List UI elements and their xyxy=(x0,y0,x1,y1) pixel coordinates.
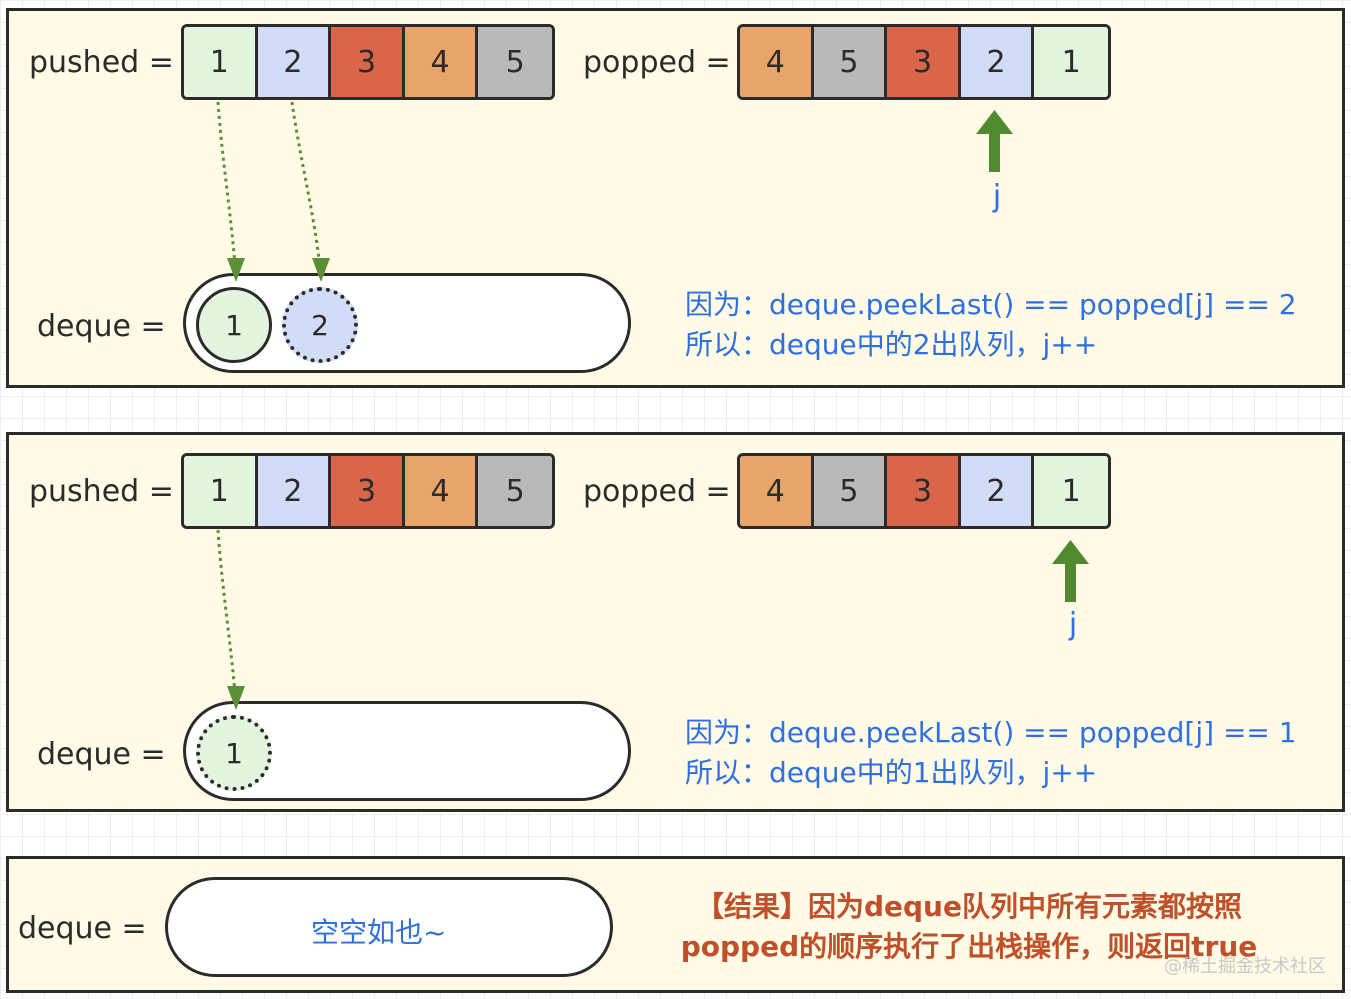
popped-label: popped = xyxy=(583,45,731,80)
note-line-1: 因为：deque.peekLast() == popped[j] == 1 xyxy=(685,716,1297,749)
array-cell: 3 xyxy=(331,456,405,526)
array-cell: 1 xyxy=(1034,456,1108,526)
watermark: @稀土掘金技术社区 xyxy=(1164,956,1326,977)
deque-item-value: 1 xyxy=(225,736,243,770)
note-line-1: 因为：deque.peekLast() == popped[j] == 2 xyxy=(685,288,1297,321)
array-cell: 5 xyxy=(478,27,552,97)
deque-container-empty xyxy=(165,877,613,977)
result-line-2: popped的顺序执行了出栈操作，则返回true xyxy=(680,930,1258,963)
array-cell: 1 xyxy=(184,456,258,526)
panel-result: deque = 空空如也~ 【结果】因为deque队列中所有元素都按照 popp… xyxy=(6,856,1345,993)
pointer-arrow-head xyxy=(1052,540,1089,564)
array-cell: 4 xyxy=(404,456,479,526)
result-line-1: 【结果】因为deque队列中所有元素都按照 xyxy=(695,890,1242,923)
array-cell: 4 xyxy=(740,27,814,97)
push-arrow-2-head xyxy=(312,258,330,282)
array-cell: 1 xyxy=(1034,27,1108,97)
array-cell: 2 xyxy=(960,456,1035,526)
array-cell: 5 xyxy=(813,456,888,526)
popped-label: popped = xyxy=(583,474,731,509)
deque-label: deque = xyxy=(37,309,166,344)
push-arrow-1-head xyxy=(227,686,245,710)
deque-item-value: 1 xyxy=(225,308,243,342)
array-cell: 4 xyxy=(740,456,814,526)
array-cell: 3 xyxy=(887,456,961,526)
pointer-j-label: j xyxy=(1068,607,1078,642)
empty-deque-text: 空空如也~ xyxy=(311,916,447,949)
array-cell: 3 xyxy=(887,27,961,97)
array-cell: 3 xyxy=(331,27,405,97)
pointer-arrow-shaft xyxy=(1065,562,1076,602)
pointer-arrow-shaft xyxy=(989,132,1000,172)
deque-label: deque = xyxy=(37,737,166,772)
push-arrow-1 xyxy=(216,529,238,707)
array-cell: 2 xyxy=(257,27,332,97)
deque-item-1: 1 xyxy=(196,715,272,791)
push-arrow-1-head xyxy=(227,258,245,282)
array-cell: 5 xyxy=(813,27,888,97)
pointer-arrow-head xyxy=(976,110,1013,134)
deque-item-2: 2 xyxy=(282,287,358,363)
push-arrow-1 xyxy=(216,101,238,279)
deque-item-value: 2 xyxy=(311,308,329,342)
push-arrow-2 xyxy=(290,101,323,279)
pointer-j-label: j xyxy=(992,179,1002,214)
array-cell: 5 xyxy=(478,456,552,526)
pushed-label: pushed = xyxy=(29,45,174,80)
deque-item-1: 1 xyxy=(196,287,272,363)
pushed-label: pushed = xyxy=(29,474,174,509)
note-line-2: 所以：deque中的2出队列，j++ xyxy=(685,328,1098,361)
note-line-2: 所以：deque中的1出队列，j++ xyxy=(685,756,1098,789)
array-cell: 4 xyxy=(404,27,479,97)
array-cell: 2 xyxy=(257,456,332,526)
array-cell: 2 xyxy=(960,27,1035,97)
deque-label: deque = xyxy=(18,911,147,946)
array-cell: 1 xyxy=(184,27,258,97)
